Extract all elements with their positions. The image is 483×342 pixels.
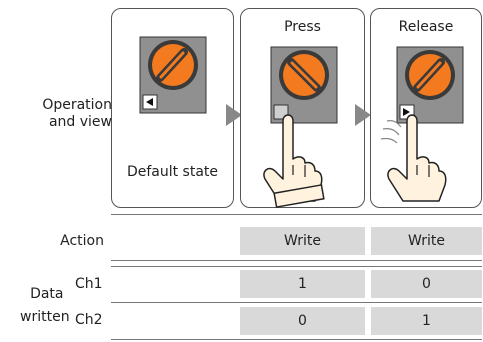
action-cell-release: Write [371, 227, 482, 255]
divider-top [111, 214, 482, 215]
data-label-line1: Data [30, 286, 64, 302]
ch1-label: Ch1 [75, 276, 103, 292]
ch2-cell-press: 0 [240, 307, 365, 335]
arrow-right-icon-2 [355, 104, 371, 126]
divider-ch1-ch2 [111, 302, 482, 303]
arrow-right-icon [226, 104, 242, 126]
data-label-line2: written [20, 308, 70, 325]
ch2-cell-release: 1 [371, 307, 482, 335]
data-label: Data written [20, 286, 70, 326]
default-state-caption: Default state [126, 164, 219, 180]
divider-action-bottom [111, 260, 482, 261]
selector-switch-pressed [270, 46, 338, 124]
panel-release: Release [370, 8, 482, 208]
operation-label-line1: Operation [42, 97, 112, 113]
hand-press-icon [263, 114, 325, 208]
panel-press: Press [240, 8, 365, 208]
action-cell-press: Write [240, 227, 365, 255]
ch1-cell-press: 1 [240, 270, 365, 298]
hand-release-icon [380, 114, 447, 202]
divider-bottom [111, 339, 482, 340]
ch1-cell-release: 0 [371, 270, 482, 298]
press-title: Press [284, 19, 321, 35]
operation-view-label: Operation and view [42, 97, 112, 131]
selector-switch-default [139, 36, 207, 114]
release-title: Release [398, 19, 454, 35]
divider-data-top [111, 266, 482, 267]
selector-switch-released [396, 46, 464, 124]
operation-label-line2: and view [48, 113, 112, 130]
action-label: Action [60, 233, 104, 249]
ch2-label: Ch2 [75, 312, 103, 328]
panel-default-state: Default state [111, 8, 234, 208]
